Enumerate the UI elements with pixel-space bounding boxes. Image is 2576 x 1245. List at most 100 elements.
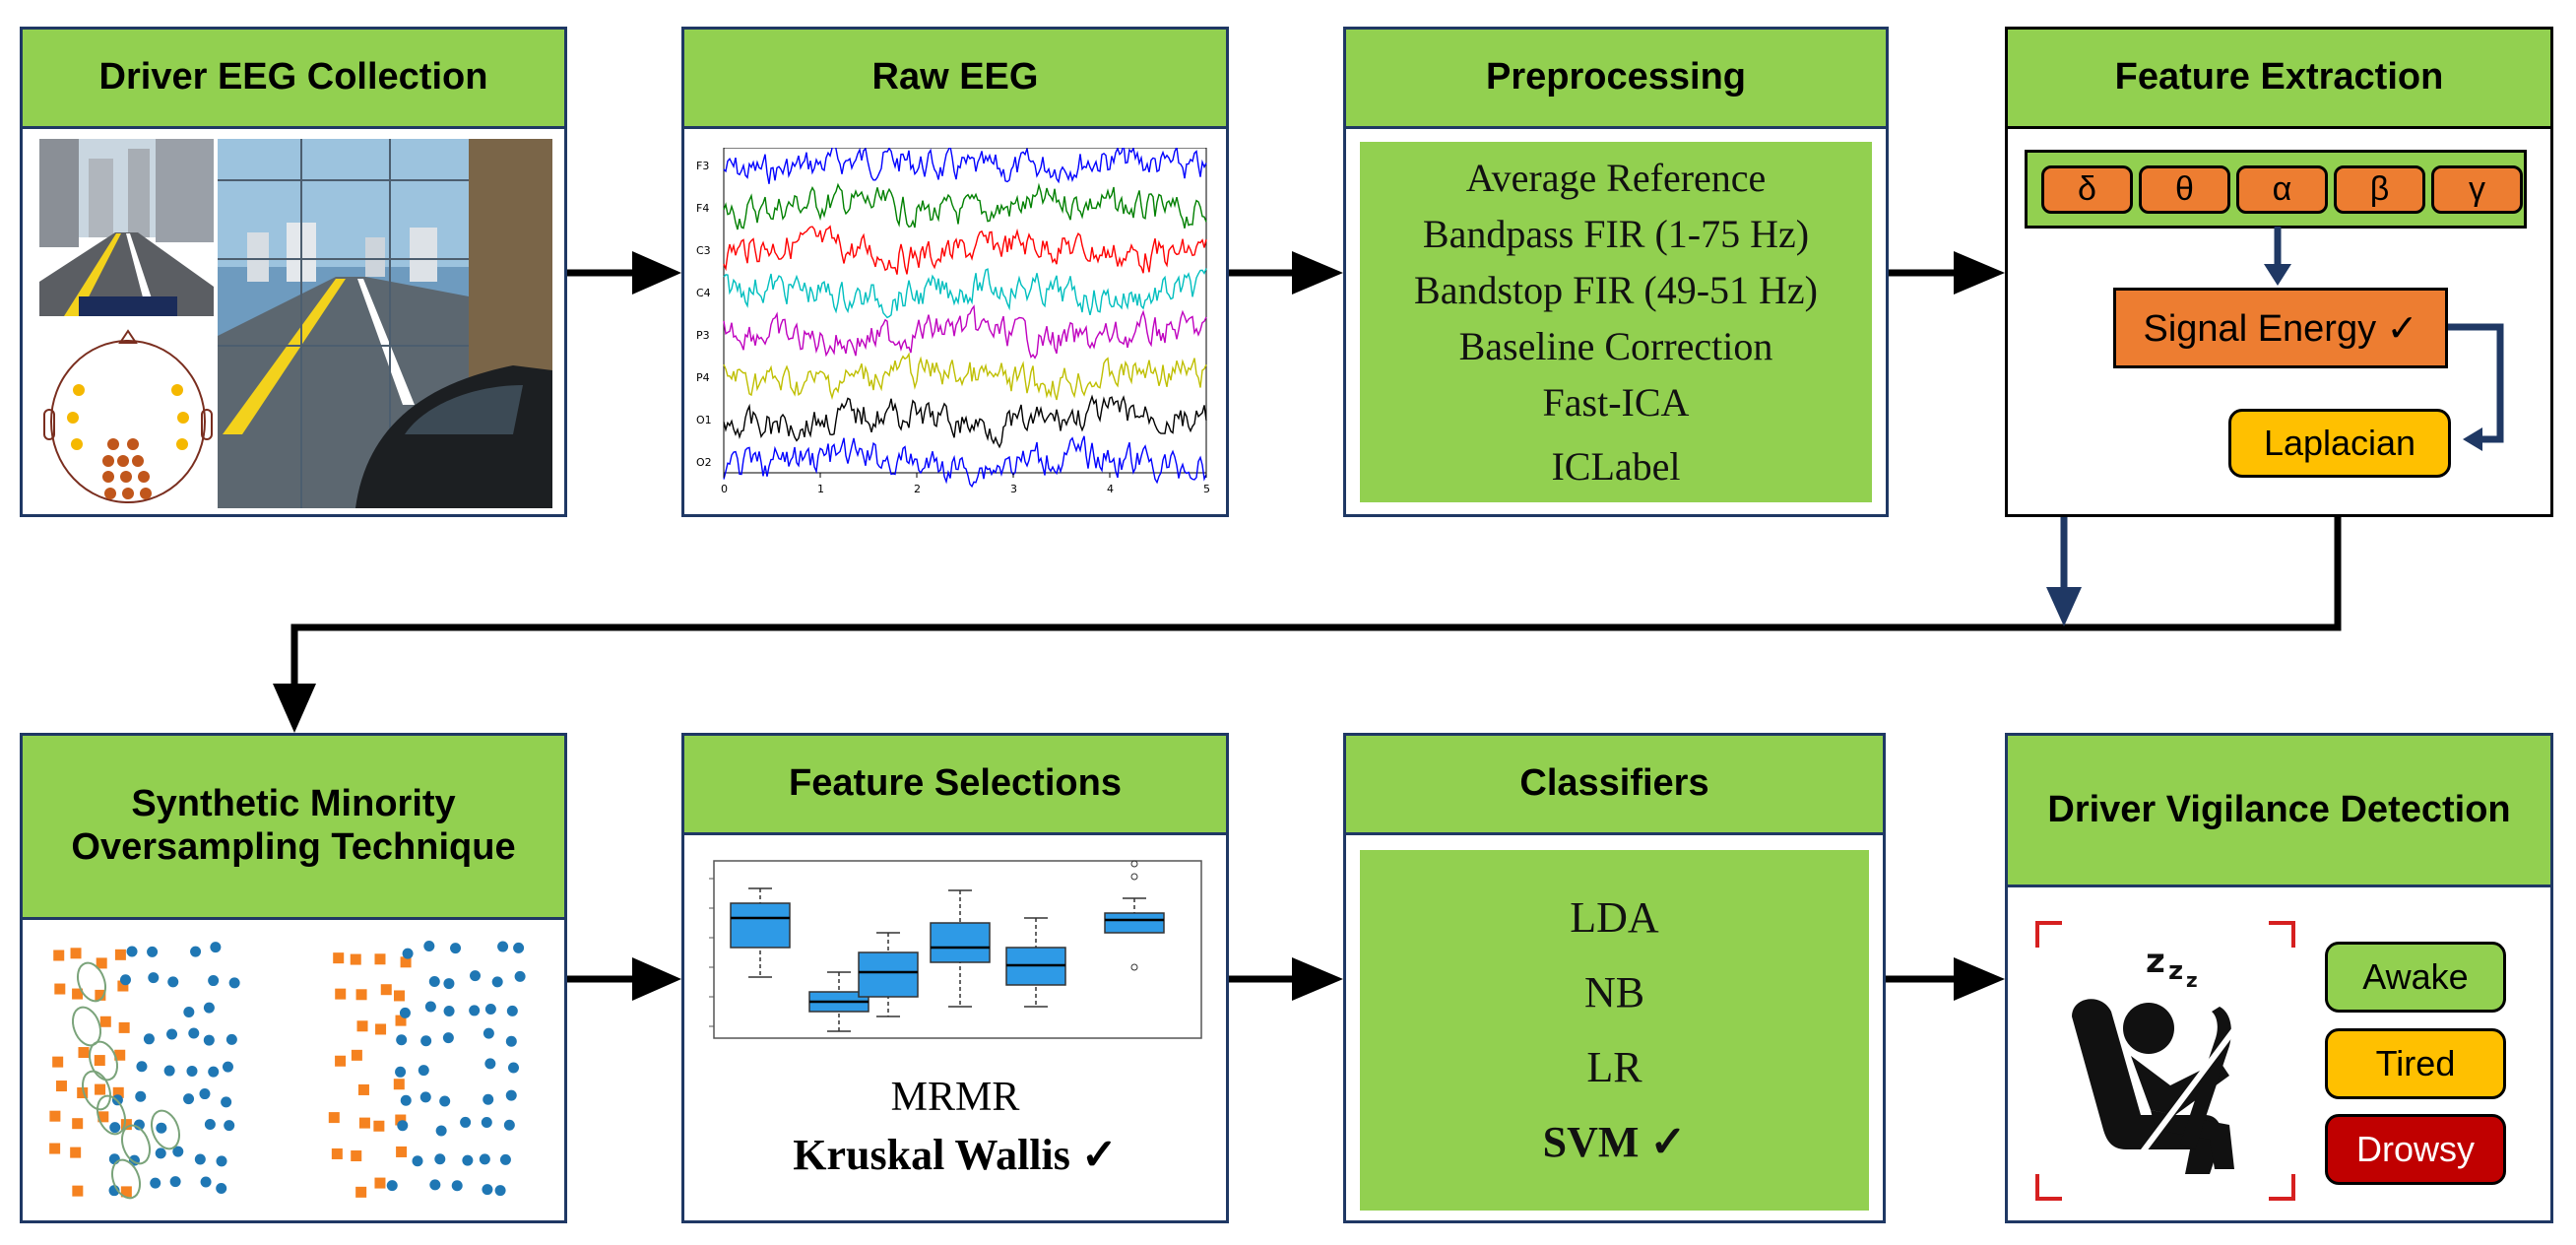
majority-sample <box>399 1007 411 1018</box>
state-awake: Awake <box>2325 942 2506 1013</box>
majority-sample <box>199 1088 211 1100</box>
minority-sample <box>351 1150 362 1162</box>
minority-sample <box>355 1186 367 1198</box>
synthetic-sample-ring <box>96 1094 127 1136</box>
channel-label: O2 <box>696 456 712 469</box>
majority-sample <box>186 1065 198 1077</box>
majority-sample <box>172 1146 184 1157</box>
minority-sample <box>396 1146 408 1157</box>
majority-sample <box>400 1094 412 1106</box>
state-drowsy: Drowsy <box>2325 1114 2506 1185</box>
minority-sample <box>374 1177 386 1189</box>
majority-sample <box>484 1058 496 1070</box>
box-element <box>858 951 919 998</box>
minority-sample <box>70 948 82 959</box>
majority-sample <box>402 948 414 959</box>
band-beta: β <box>2334 165 2425 214</box>
majority-sample <box>451 1180 463 1192</box>
minority-sample <box>94 1055 105 1067</box>
majority-sample <box>169 1176 181 1188</box>
majority-sample <box>429 1179 441 1191</box>
majority-sample <box>167 976 179 988</box>
channel-label: P3 <box>696 329 710 342</box>
eeg-trace <box>723 148 1207 184</box>
majority-sample <box>494 1185 506 1197</box>
majority-sample <box>470 970 482 982</box>
majority-sample <box>424 1001 436 1013</box>
majority-sample <box>460 1116 472 1128</box>
minority-sample <box>117 980 129 992</box>
minority-sample <box>49 1143 61 1154</box>
band-theta: θ <box>2139 165 2230 214</box>
minority-sample <box>72 1118 84 1130</box>
synthetic-sample-ring <box>150 1109 181 1150</box>
minority-sample <box>358 1117 370 1129</box>
box-title: Driver Vigilance Detection <box>2008 736 2550 887</box>
box-preprocessing: Preprocessing Average Reference Bandpass… <box>1343 27 1889 517</box>
minority-sample <box>335 988 347 1000</box>
x-tick-label: 5 <box>1203 483 1210 495</box>
x-tick-label: 2 <box>914 483 921 495</box>
box-title: Feature Extraction <box>2008 30 2550 129</box>
majority-sample <box>109 1122 121 1134</box>
step-iclabel: ICLabel <box>1551 444 1681 489</box>
band-delta: δ <box>2041 165 2133 214</box>
minority-sample <box>55 1081 67 1092</box>
eeg-trace <box>723 225 1207 275</box>
synthetic-sample-ring <box>120 1124 152 1165</box>
box-title: Raw EEG <box>684 30 1226 129</box>
majority-sample <box>435 1125 447 1137</box>
majority-sample <box>412 1155 423 1167</box>
majority-sample <box>208 975 220 987</box>
minority-sample <box>355 989 367 1001</box>
majority-sample <box>479 1153 490 1165</box>
majority-sample <box>119 974 131 986</box>
majority-sample <box>216 1155 227 1167</box>
x-tick-label: 4 <box>1107 483 1114 495</box>
channel-label: F4 <box>696 202 709 215</box>
channel-label: C3 <box>696 244 711 257</box>
eeg-trace <box>723 394 1207 449</box>
minority-sample <box>393 1079 405 1090</box>
box-driver-eeg-collection: Driver EEG Collection <box>20 27 567 517</box>
driving-simulator-image <box>39 139 214 316</box>
majority-sample <box>225 1033 237 1045</box>
majority-sample <box>126 946 138 957</box>
majority-sample <box>419 1091 431 1103</box>
majority-sample <box>208 1066 220 1078</box>
majority-sample <box>483 1093 494 1105</box>
channel-label: O1 <box>696 414 712 426</box>
simulator-screen-image <box>218 139 552 508</box>
minority-sample <box>357 1083 369 1095</box>
drowsy-driver-icon: z z z <box>2035 921 2295 1201</box>
majority-sample <box>163 1065 175 1077</box>
minority-sample <box>375 1023 387 1035</box>
majority-sample <box>418 1065 429 1077</box>
majority-sample <box>156 1122 167 1134</box>
majority-sample <box>514 970 526 982</box>
minority-sample <box>95 1083 106 1095</box>
minority-sample <box>373 1120 385 1132</box>
majority-sample <box>482 1184 493 1196</box>
minority-sample <box>72 988 84 1000</box>
x-tick-label: 3 <box>1010 483 1017 495</box>
majority-sample <box>450 943 462 954</box>
majority-sample <box>469 1005 481 1016</box>
majority-sample <box>200 1176 212 1188</box>
minority-sample <box>114 1049 126 1061</box>
minority-sample <box>335 1055 347 1067</box>
minority-sample <box>114 949 126 960</box>
minority-sample <box>395 1015 407 1026</box>
box-title: Preprocessing <box>1346 30 1886 129</box>
classifier-lr: LR <box>1586 1043 1642 1091</box>
majority-sample <box>462 1154 474 1166</box>
majority-sample <box>135 1090 147 1102</box>
minority-sample <box>400 956 412 968</box>
channel-label: F3 <box>696 160 709 172</box>
step-bandpass: Bandpass FIR (1-75 Hz) <box>1422 212 1810 256</box>
classifier-nb: NB <box>1583 968 1645 1016</box>
majority-sample <box>428 975 440 987</box>
box-element <box>930 922 991 963</box>
box-feature-selections: Feature Selections MRMR Kruskal Wallis ✓ <box>681 733 1229 1223</box>
